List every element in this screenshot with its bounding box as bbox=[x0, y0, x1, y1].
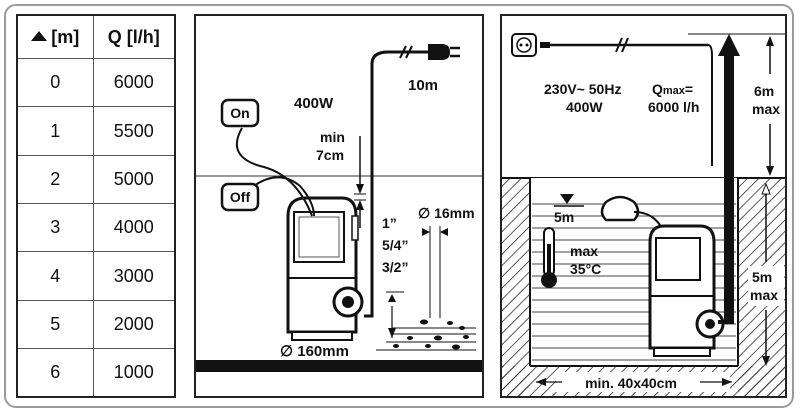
installation-diagram: On Off 400W 10m min 7cm 1” 5/4” 3/2” ∅ 1… bbox=[196, 44, 482, 372]
qmax-value: 6000 l/h bbox=[648, 99, 699, 115]
float-cable-off bbox=[245, 176, 315, 217]
temp-label: max bbox=[570, 243, 598, 259]
pump-body bbox=[286, 196, 359, 341]
voltage-label: 230V~ 50Hz bbox=[544, 81, 621, 97]
switch-off-label: Off bbox=[230, 189, 251, 205]
switch-on-float bbox=[220, 98, 260, 128]
well-diagram-panel: max 35°C 5m 230V~ 50Hz 400W Qmax= 6000 l… bbox=[500, 14, 787, 398]
particle-arrow-right bbox=[440, 228, 448, 236]
water-level-triangle-icon bbox=[560, 194, 574, 204]
temp-value: 35°C bbox=[570, 261, 601, 277]
head-max-value: 6m bbox=[754, 83, 774, 99]
depth-max-value: 5m bbox=[752, 269, 772, 285]
sediment-layers bbox=[376, 319, 476, 351]
hose-size-3: 3/2” bbox=[382, 259, 408, 275]
min-label: min bbox=[320, 129, 345, 145]
float-switch bbox=[600, 195, 640, 222]
pit-size-label: min. 40x40cm bbox=[585, 375, 677, 391]
min-value-label: 7cm bbox=[316, 147, 344, 163]
floor-bar bbox=[196, 360, 482, 372]
switch-off-float bbox=[220, 182, 260, 212]
float-cable-on bbox=[236, 127, 313, 217]
particle-size-label: ∅ 16mm bbox=[418, 205, 475, 221]
flow-column-header: Q [l/h] bbox=[92, 16, 174, 59]
discharge-arrow bbox=[718, 34, 740, 56]
base-diameter-label: ∅ 160mm bbox=[280, 343, 349, 360]
head-max-label: max bbox=[752, 101, 780, 117]
power-label: 400W bbox=[294, 95, 334, 112]
height-triangle-icon bbox=[31, 30, 48, 41]
power-label: 400W bbox=[566, 99, 603, 115]
height-column-header: [m] bbox=[18, 16, 94, 59]
discharge-pipe bbox=[724, 52, 734, 322]
socket-icon bbox=[511, 33, 537, 57]
hose-size-2: 5/4” bbox=[382, 237, 408, 253]
cable-length-label: 10m bbox=[408, 77, 438, 94]
water-depth-label: 5m bbox=[554, 209, 574, 225]
left-wall bbox=[502, 178, 530, 396]
depth-max-label: max bbox=[750, 287, 778, 303]
switch-on-label: On bbox=[230, 105, 249, 121]
plug-icon bbox=[428, 44, 460, 60]
well-diagram: max 35°C 5m 230V~ 50Hz 400W Qmax= 6000 l… bbox=[502, 33, 785, 396]
power-cable bbox=[364, 50, 428, 318]
hose-size-1: 1” bbox=[382, 215, 397, 231]
qmax-label: Qmax= bbox=[652, 81, 693, 97]
installation-diagram-panel: On Off 400W 10m min 7cm 1” 5/4” 3/2” ∅ 1… bbox=[194, 14, 484, 398]
particle-arrow-left bbox=[422, 228, 430, 236]
thermometer-icon bbox=[541, 227, 557, 288]
